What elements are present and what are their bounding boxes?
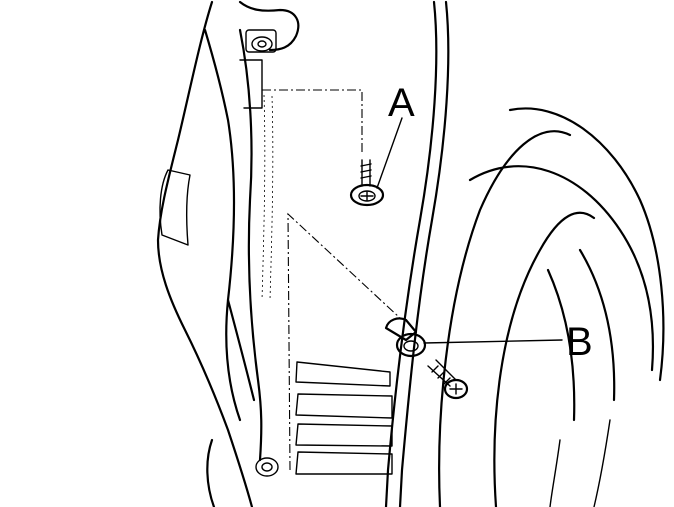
top-clip: [245, 29, 277, 53]
screw-b: [427, 359, 469, 400]
bottom-grommet: [255, 457, 279, 477]
body-edge: [384, 0, 450, 507]
installation-guides: [262, 89, 401, 471]
louver-slats: [295, 361, 393, 475]
trim-panel: [156, 0, 300, 507]
screw-a: [349, 159, 385, 207]
wheel-arch: [438, 107, 665, 507]
clip-nut-b: [384, 317, 427, 358]
callout-label-a: A: [388, 81, 415, 125]
callout-label-b: B: [566, 320, 593, 364]
leader-lines: [376, 117, 563, 344]
